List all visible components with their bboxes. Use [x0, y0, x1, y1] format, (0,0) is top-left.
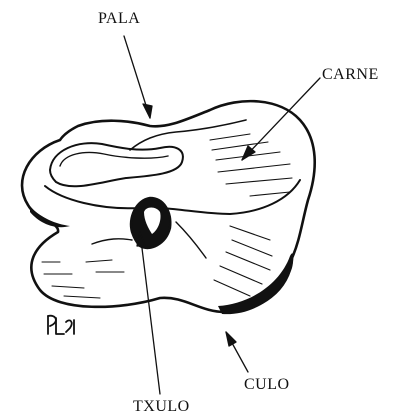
pointer-right — [242, 78, 320, 160]
pointer-bottom — [140, 232, 160, 394]
label-pala: PALA — [98, 10, 140, 28]
pointer-bottom-right-head — [226, 332, 236, 346]
side-crease-1 — [176, 222, 206, 258]
label-txulo: TXULO — [133, 398, 190, 416]
left-edge-shadow — [30, 206, 70, 227]
left-hollow — [50, 143, 183, 186]
left-hatching — [42, 260, 124, 298]
bottom-shadow — [218, 253, 293, 314]
pointer-top-head — [143, 104, 152, 118]
right-hatching — [210, 134, 292, 296]
left-hollow-inner — [60, 153, 168, 167]
artist-signature — [48, 316, 74, 334]
side-crease-2 — [92, 239, 132, 244]
label-carne: CARNE — [322, 66, 379, 84]
label-culo: CULO — [244, 376, 290, 394]
